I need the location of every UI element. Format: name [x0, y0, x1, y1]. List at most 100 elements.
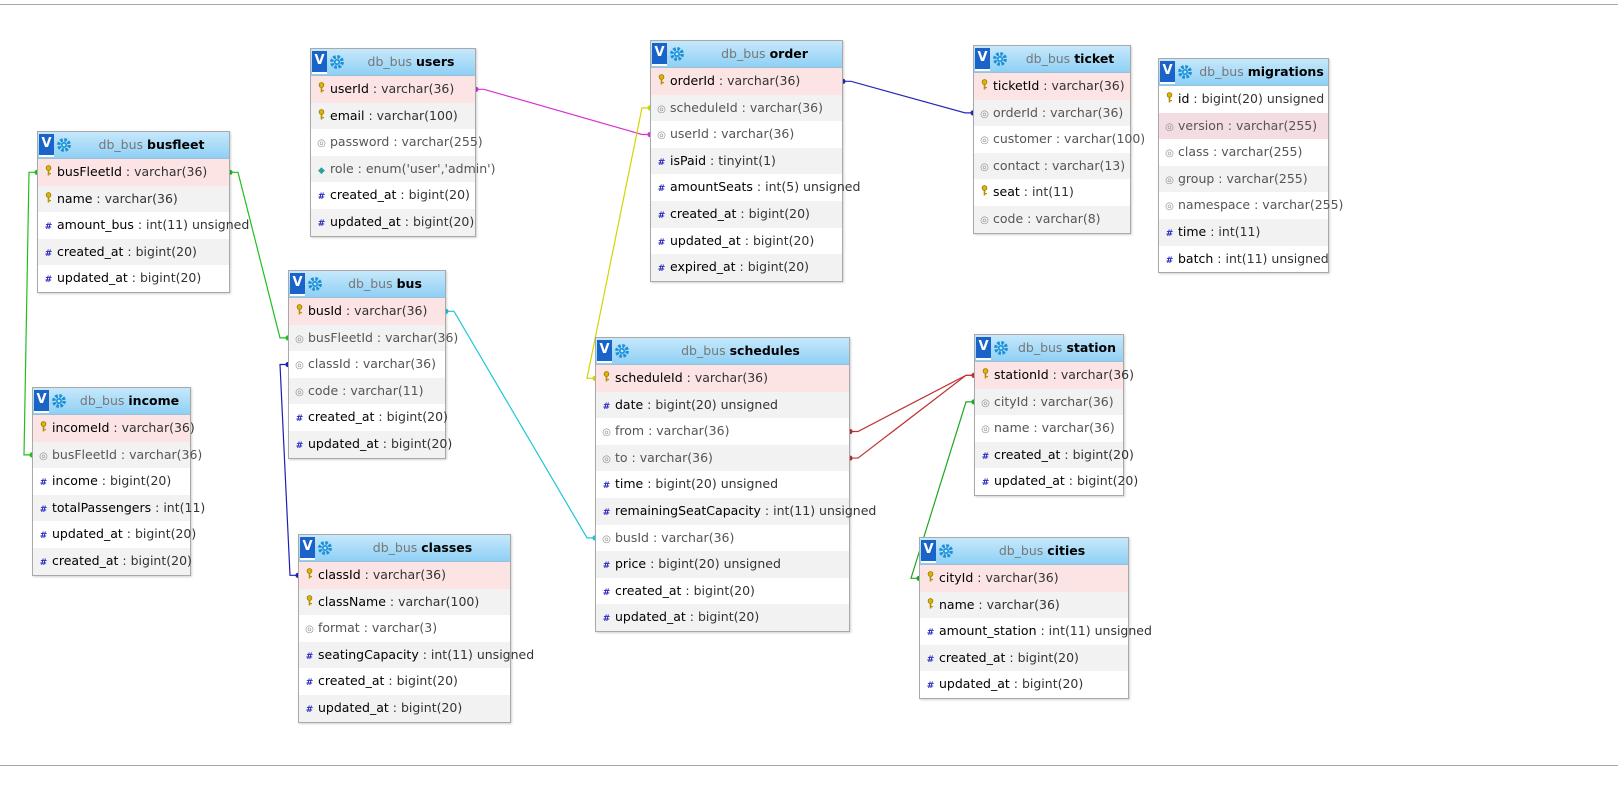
column-row[interactable]: #updated_at : bigint(20): [299, 694, 510, 722]
toggle-columns-button[interactable]: V: [975, 48, 990, 71]
column-row[interactable]: #created_at : bigint(20): [289, 404, 448, 431]
column-row[interactable]: ◎customer : varchar(100): [974, 126, 1145, 153]
column-row[interactable]: ◎code : varchar(8): [974, 205, 1130, 233]
table-header[interactable]: V db_bus bus: [289, 271, 445, 298]
table-bus[interactable]: V db_bus bus busId : varchar(36)◎busFlee…: [288, 270, 458, 459]
toggle-columns-button[interactable]: V: [312, 51, 327, 74]
column-row[interactable]: #created_at : bigint(20): [975, 441, 1134, 469]
column-row[interactable]: #price : bigint(20) unsigned: [596, 551, 849, 578]
column-row[interactable]: #created_at : bigint(20): [920, 644, 1128, 672]
column-row[interactable]: #updated_at : bigint(20): [33, 521, 197, 548]
column-row[interactable]: orderId : varchar(36): [651, 68, 842, 95]
table-station[interactable]: V db_bus station stationId : varchar(36)…: [974, 334, 1139, 496]
column-row[interactable]: ◎userId : varchar(36): [651, 121, 842, 148]
table-header[interactable]: V db_bus users: [311, 49, 475, 76]
column-row[interactable]: ◎classId : varchar(36): [289, 351, 445, 378]
column-row[interactable]: scheduleId : varchar(36): [596, 365, 849, 392]
toggle-columns-button[interactable]: V: [34, 390, 49, 413]
column-row[interactable]: ◎namespace : varchar(255): [1159, 192, 1343, 219]
column-row[interactable]: name : varchar(36): [920, 591, 1128, 619]
column-row[interactable]: #time : bigint(20) unsigned: [596, 471, 849, 498]
column-row[interactable]: #created_at : bigint(20): [299, 668, 510, 695]
table-migrations[interactable]: V db_bus migrations id : bigint(20) unsi…: [1158, 58, 1343, 274]
gear-icon[interactable]: [1178, 65, 1192, 79]
table-order[interactable]: V db_bus order orderId : varchar(36)◎sch…: [650, 40, 860, 282]
column-row[interactable]: #amount_station : int(11) unsigned: [920, 618, 1152, 645]
gear-icon[interactable]: [993, 52, 1007, 66]
gear-icon[interactable]: [57, 138, 71, 152]
table-header[interactable]: V db_bus order: [651, 41, 842, 68]
column-row[interactable]: ◎contact : varchar(13): [974, 152, 1130, 180]
table-header[interactable]: V db_bus ticket: [974, 46, 1130, 73]
column-row[interactable]: ◎orderId : varchar(36): [974, 99, 1130, 127]
column-row[interactable]: #updated_at : bigint(20): [920, 671, 1128, 698]
gear-icon[interactable]: [939, 544, 953, 558]
table-header[interactable]: V db_bus migrations: [1159, 59, 1328, 86]
column-row[interactable]: userId : varchar(36): [311, 76, 475, 103]
toggle-columns-button[interactable]: V: [597, 340, 612, 363]
column-row[interactable]: #updated_at : bigint(20): [651, 228, 842, 255]
designer-canvas[interactable]: [0, 4, 1618, 766]
column-row[interactable]: ◎scheduleId : varchar(36): [651, 94, 842, 122]
column-row[interactable]: #updated_at : bigint(20): [289, 430, 452, 458]
gear-icon[interactable]: [615, 344, 629, 358]
column-row[interactable]: ◎cityId : varchar(36): [975, 388, 1123, 416]
column-row[interactable]: #updated_at : bigint(20): [975, 468, 1139, 495]
column-row[interactable]: #totalPassengers : int(11): [33, 494, 205, 522]
column-row[interactable]: email : varchar(100): [311, 102, 475, 130]
table-schedules[interactable]: V db_bus schedules scheduleId : varchar(…: [595, 337, 876, 632]
table-income[interactable]: V db_bus income incomeId : varchar(36)◎b…: [32, 387, 205, 576]
column-row[interactable]: cityId : varchar(36): [920, 565, 1128, 592]
column-row[interactable]: ◎busFleetId : varchar(36): [33, 441, 202, 469]
column-row[interactable]: ◎from : varchar(36): [596, 418, 849, 445]
column-row[interactable]: ◎class : varchar(255): [1159, 139, 1328, 166]
column-row[interactable]: #created_at : bigint(20): [38, 238, 229, 266]
column-row[interactable]: #created_at : bigint(20): [596, 578, 849, 605]
column-row[interactable]: ◎group : varchar(255): [1159, 165, 1328, 193]
column-row[interactable]: ◎version : varchar(255): [1159, 112, 1328, 140]
gear-icon[interactable]: [318, 541, 332, 555]
table-classes[interactable]: V db_bus classes classId : varchar(36)cl…: [298, 534, 534, 723]
column-row[interactable]: busId : varchar(36): [289, 298, 445, 325]
column-row[interactable]: ◎to : varchar(36): [596, 444, 849, 472]
column-row[interactable]: stationId : varchar(36): [975, 362, 1134, 389]
column-row[interactable]: incomeId : varchar(36): [33, 415, 195, 442]
table-header[interactable]: V db_bus station: [975, 335, 1123, 362]
toggle-columns-button[interactable]: V: [290, 273, 305, 296]
column-row[interactable]: #income : bigint(20): [33, 468, 190, 495]
toggle-columns-button[interactable]: V: [652, 43, 667, 66]
column-row[interactable]: ticketId : varchar(36): [974, 73, 1130, 100]
gear-icon[interactable]: [670, 47, 684, 61]
column-row[interactable]: ◎name : varchar(36): [975, 415, 1123, 442]
column-row[interactable]: #time : int(11): [1159, 218, 1328, 246]
column-row[interactable]: #seatingCapacity : int(11) unsigned: [299, 641, 534, 669]
column-row[interactable]: #batch : int(11) unsigned: [1159, 246, 1329, 273]
column-row[interactable]: busFleetId : varchar(36): [38, 159, 229, 186]
gear-icon[interactable]: [308, 277, 322, 291]
column-row[interactable]: #amount_bus : int(11) unsigned: [38, 212, 250, 239]
toggle-columns-button[interactable]: V: [300, 537, 315, 560]
table-header[interactable]: V db_bus busfleet: [38, 132, 229, 159]
column-row[interactable]: name : varchar(36): [38, 185, 229, 213]
column-row[interactable]: #updated_at : bigint(20): [596, 604, 849, 631]
gear-icon[interactable]: [52, 394, 66, 408]
column-row[interactable]: ◆role : enum('user','admin'): [311, 155, 495, 183]
column-row[interactable]: classId : varchar(36): [299, 562, 510, 589]
column-row[interactable]: #updated_at : bigint(20): [311, 208, 475, 236]
column-row[interactable]: #expired_at : bigint(20): [651, 254, 842, 281]
column-row[interactable]: ◎code : varchar(11): [289, 377, 445, 405]
column-row[interactable]: id : bigint(20) unsigned: [1159, 86, 1328, 113]
column-row[interactable]: #created_at : bigint(20): [33, 547, 192, 575]
table-header[interactable]: V db_bus schedules: [596, 338, 849, 365]
column-row[interactable]: #isPaid : tinyint(1): [651, 147, 842, 175]
gear-icon[interactable]: [994, 341, 1008, 355]
table-cities[interactable]: V db_bus cities cityId : varchar(36)name…: [919, 537, 1152, 699]
column-row[interactable]: ◎busFleetId : varchar(36): [289, 324, 458, 352]
table-ticket[interactable]: V db_bus ticket ticketId : varchar(36)◎o…: [973, 45, 1145, 234]
table-busfleet[interactable]: V db_bus busfleet busFleetId : varchar(3…: [37, 131, 250, 293]
column-row[interactable]: #updated_at : bigint(20): [38, 265, 229, 292]
column-row[interactable]: className : varchar(100): [299, 588, 510, 616]
table-header[interactable]: V db_bus classes: [299, 535, 510, 562]
table-header[interactable]: V db_bus cities: [920, 538, 1128, 565]
column-row[interactable]: ◎format : varchar(3): [299, 615, 510, 642]
